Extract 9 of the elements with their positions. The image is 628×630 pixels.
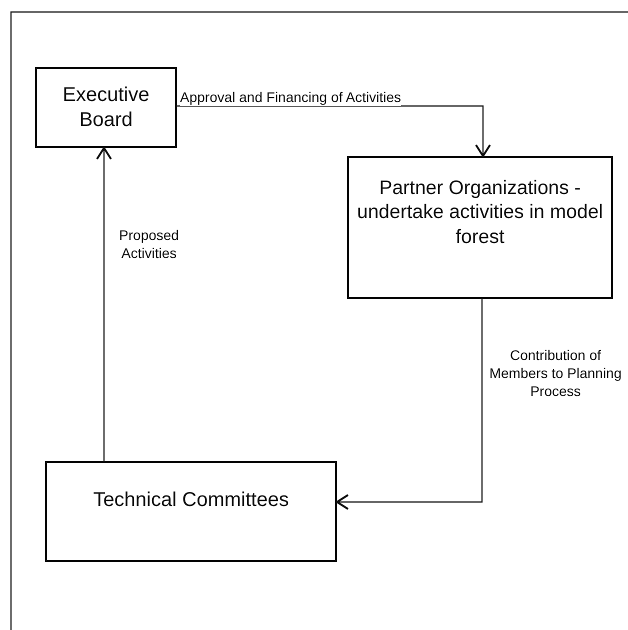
box-text: Partner Organizations - undertake activities in model forest [356,176,604,250]
arrow [96,147,112,461]
process-box [45,461,337,562]
process-box [35,67,177,148]
box-text: Executive Board [62,82,150,132]
arrow [336,299,483,510]
arrow [177,105,491,157]
box-text: Technical Committees [93,488,289,513]
process-box [347,156,613,299]
